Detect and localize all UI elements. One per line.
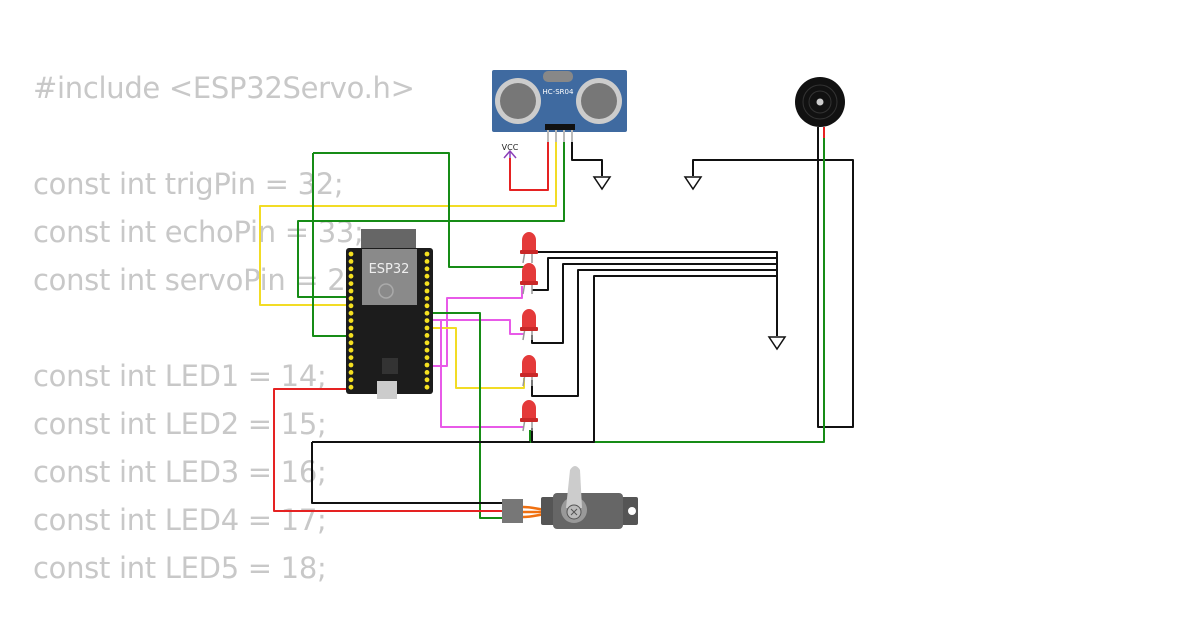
led-5[interactable]: [520, 400, 538, 432]
pin-header[interactable]: [348, 288, 354, 294]
pin-header[interactable]: [424, 362, 430, 368]
ground-icon: [767, 336, 787, 351]
pin-header[interactable]: [424, 296, 430, 301]
wire-vcc[interactable]: [509, 140, 549, 191]
wire-buzzer-sig[interactable]: [529, 128, 825, 443]
servo-motor[interactable]: [502, 466, 638, 529]
ground-icon: [592, 176, 612, 191]
pin-header[interactable]: [424, 355, 430, 360]
wire-servo-vcc[interactable]: [273, 388, 504, 512]
pin-header[interactable]: [424, 273, 430, 279]
wire-led-gnd-4[interactable]: [531, 269, 777, 397]
pin-header[interactable]: [424, 370, 430, 375]
pin-header[interactable]: [424, 310, 430, 316]
wire-led2-sig[interactable]: [428, 286, 523, 367]
code-line: const int trigPin = 32;: [33, 167, 344, 201]
wire-green-left[interactable]: [312, 153, 352, 337]
pin-header[interactable]: [424, 281, 430, 286]
led-1[interactable]: [520, 232, 538, 264]
buzzer[interactable]: [795, 77, 845, 138]
code-line: const int LED4 = 17;: [33, 503, 327, 537]
wire-led5-sig[interactable]: [440, 320, 524, 428]
hc-sr04-sensor[interactable]: HC-SR04: [492, 70, 627, 142]
pin-header[interactable]: [424, 384, 430, 390]
pin-header[interactable]: [424, 377, 430, 383]
pin-header[interactable]: [424, 266, 430, 272]
pin-header[interactable]: [348, 266, 354, 272]
vcc-symbol: VCC: [502, 143, 519, 159]
wire-led3-sig[interactable]: [428, 319, 524, 335]
pin-header[interactable]: [424, 251, 430, 257]
esp32-board[interactable]: ESP32: [346, 229, 433, 399]
wire-sensor-gnd[interactable]: [571, 140, 603, 176]
ground-icon: [683, 176, 703, 191]
sensor-label: HC-SR04: [543, 88, 574, 96]
wire-led-gnd-5[interactable]: [531, 275, 777, 443]
pin-header[interactable]: [348, 251, 354, 257]
pin-header[interactable]: [348, 370, 354, 375]
wire-led-gnd-1[interactable]: [532, 251, 778, 322]
pin-header[interactable]: [348, 340, 354, 346]
pin-header[interactable]: [348, 377, 354, 383]
wire-led4-sig[interactable]: [428, 327, 525, 389]
pin-header[interactable]: [348, 355, 354, 360]
code-line: const int echoPin = 33;: [33, 215, 364, 249]
pin-header[interactable]: [424, 333, 430, 338]
wire-led-gnd-2[interactable]: [532, 257, 777, 291]
led-2[interactable]: [520, 263, 538, 295]
code-line: #include <ESP32Servo.h>: [33, 71, 415, 105]
wire-servo-gnd[interactable]: [311, 441, 530, 504]
wire-echo[interactable]: [297, 140, 565, 298]
pin-header[interactable]: [424, 347, 430, 353]
pin-header[interactable]: [424, 318, 430, 323]
pin-header[interactable]: [348, 333, 354, 338]
pin-header[interactable]: [424, 303, 430, 309]
code-line: const int servoPin = 2: [33, 263, 346, 297]
led-3[interactable]: [520, 309, 538, 341]
wire-led-gnd-3[interactable]: [531, 263, 777, 344]
pin-header[interactable]: [424, 325, 430, 331]
pin-header[interactable]: [348, 384, 354, 390]
pin-header[interactable]: [424, 259, 430, 264]
pin-header[interactable]: [348, 325, 354, 331]
pin-header[interactable]: [348, 303, 354, 309]
code-line: const int LED5 = 18;: [33, 551, 327, 585]
code-line: const int LED3 = 16;: [33, 455, 327, 489]
pin-header[interactable]: [348, 296, 354, 301]
pin-header[interactable]: [348, 347, 354, 353]
esp32-label: ESP32: [369, 262, 410, 277]
vcc-label: VCC: [502, 143, 519, 152]
pin-header[interactable]: [424, 288, 430, 294]
wire-buzzer-gnd[interactable]: [692, 128, 854, 428]
pin-header[interactable]: [348, 362, 354, 368]
pin-header[interactable]: [348, 281, 354, 286]
pin-header[interactable]: [348, 259, 354, 264]
pin-header[interactable]: [348, 318, 354, 323]
wire-trig[interactable]: [259, 140, 557, 306]
wire-green-top[interactable]: [313, 152, 524, 268]
led-4[interactable]: [520, 355, 538, 387]
pin-header[interactable]: [348, 273, 354, 279]
code-line: const int LED2 = 15;: [33, 407, 327, 441]
pin-header[interactable]: [348, 310, 354, 316]
wire-servo-sig[interactable]: [428, 312, 504, 519]
code-line: const int LED1 = 14;: [33, 359, 327, 393]
pin-header[interactable]: [424, 340, 430, 346]
